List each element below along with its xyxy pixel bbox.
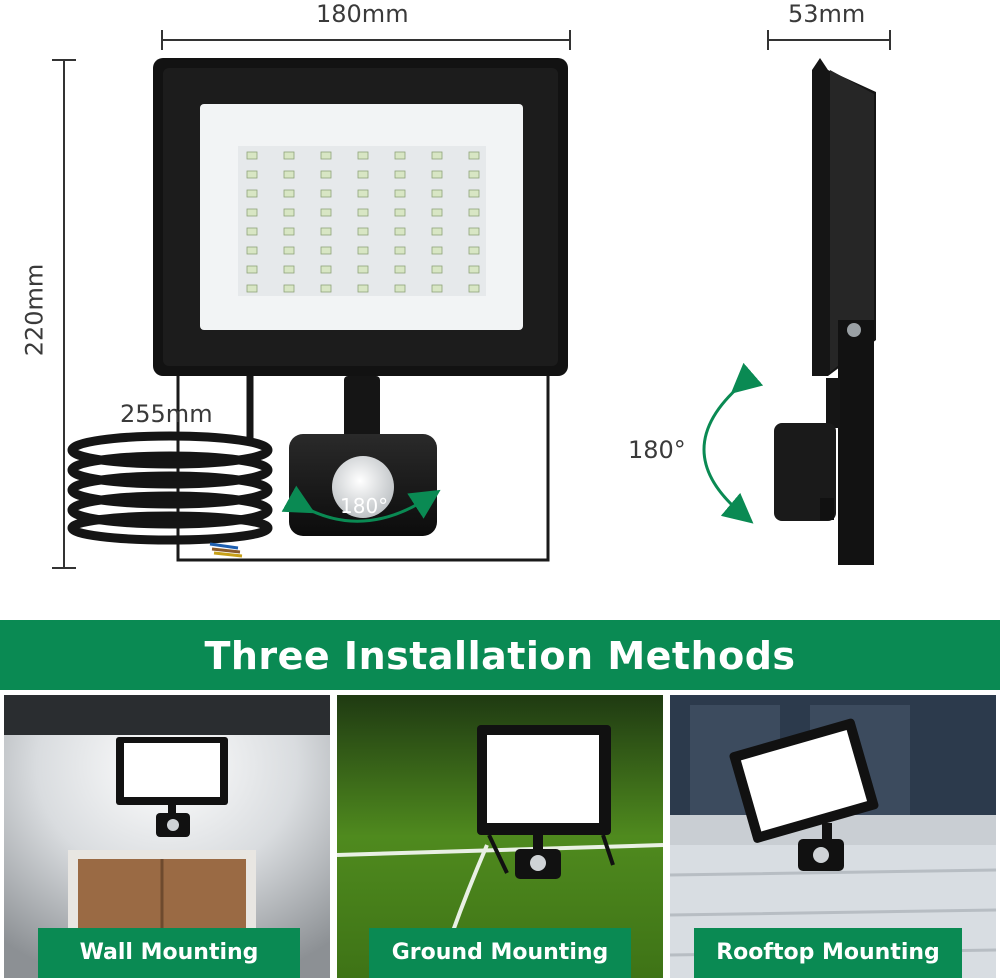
- led-chip: [283, 227, 295, 236]
- led-chip: [283, 284, 295, 293]
- led-chip: [246, 284, 258, 293]
- led-chip: [246, 151, 258, 160]
- led-chip: [468, 265, 480, 274]
- led-chip: [357, 170, 369, 179]
- led-chip: [246, 227, 258, 236]
- height-dimension-line: [52, 59, 76, 569]
- led-chip: [357, 265, 369, 274]
- led-chip: [468, 189, 480, 198]
- led-chip: [431, 151, 443, 160]
- led-chip: [468, 284, 480, 293]
- led-chip: [468, 246, 480, 255]
- led-chip: [468, 227, 480, 236]
- ground-mounting-label: Ground Mounting: [369, 928, 631, 978]
- led-chip: [357, 227, 369, 236]
- led-chip: [283, 246, 295, 255]
- led-chip: [357, 189, 369, 198]
- led-chip: [394, 265, 406, 274]
- led-chip: [394, 284, 406, 293]
- banner-title: Three Installation Methods: [204, 634, 796, 678]
- led-chip: [320, 227, 332, 236]
- led-chip: [357, 208, 369, 217]
- led-chip: [431, 265, 443, 274]
- led-chip: [246, 246, 258, 255]
- floodlight-front: [153, 58, 568, 376]
- installation-banner: [0, 620, 1000, 690]
- floodlight-side-view: [702, 58, 876, 565]
- wall-mounting-panel: Wall Mounting: [4, 695, 330, 978]
- led-chip: [320, 189, 332, 198]
- rooftop-light-panel: [740, 730, 868, 832]
- led-chip: [431, 227, 443, 236]
- width-dimension-line: [161, 30, 571, 50]
- led-chip: [431, 208, 443, 217]
- height-label: 220mm: [20, 263, 49, 357]
- led-chip: [283, 170, 295, 179]
- led-chip: [394, 170, 406, 179]
- led-chip: [468, 151, 480, 160]
- ground-mounting-panel: Ground Mounting: [337, 695, 663, 978]
- led-chip: [246, 189, 258, 198]
- led-chip: [357, 284, 369, 293]
- led-chip: [394, 208, 406, 217]
- power-cable-coil: [67, 376, 273, 558]
- led-chip: [431, 284, 443, 293]
- led-chip: [468, 208, 480, 217]
- led-chip: [394, 151, 406, 160]
- led-chip: [394, 189, 406, 198]
- pir-motion-sensor: [281, 376, 441, 536]
- led-chip: [320, 208, 332, 217]
- led-chip: [431, 246, 443, 255]
- led-chip: [283, 189, 295, 198]
- side-bracket: [838, 320, 874, 565]
- sensor-rotation-arrow: [281, 485, 441, 523]
- led-chip: [246, 208, 258, 217]
- led-chip: [357, 151, 369, 160]
- side-sensor-box: [774, 423, 836, 521]
- led-chip: [320, 246, 332, 255]
- led-chip: [320, 284, 332, 293]
- cable-length-label: 255mm: [120, 400, 213, 428]
- led-chip: [468, 170, 480, 179]
- led-chip: [357, 246, 369, 255]
- side-rotation-arrow: [702, 362, 764, 524]
- led-chip-grid: [246, 151, 480, 293]
- rooftop-mounting-label: Rooftop Mounting: [694, 928, 962, 978]
- width-label: 180mm: [316, 0, 409, 28]
- led-chip: [246, 265, 258, 274]
- led-chip: [394, 246, 406, 255]
- led-chip: [320, 151, 332, 160]
- led-chip: [431, 170, 443, 179]
- led-chip: [431, 189, 443, 198]
- wall-mounting-label: Wall Mounting: [38, 928, 300, 978]
- product-diagram: [52, 30, 891, 569]
- depth-dimension-line: [767, 30, 891, 50]
- led-chip: [246, 170, 258, 179]
- ground-light-panel: [487, 735, 599, 823]
- wall-light-panel: [124, 743, 220, 797]
- led-chip: [394, 227, 406, 236]
- rooftop-mounting-panel: Rooftop Mounting: [670, 695, 996, 978]
- led-chip: [283, 208, 295, 217]
- led-chip: [320, 170, 332, 179]
- bracket-screw: [847, 323, 861, 337]
- side-rotation-label: 180°: [628, 436, 686, 464]
- depth-label: 53mm: [788, 0, 866, 28]
- led-chip: [320, 265, 332, 274]
- led-chip: [283, 151, 295, 160]
- led-chip: [283, 265, 295, 274]
- sensor-rotation-label: 180°: [340, 494, 389, 518]
